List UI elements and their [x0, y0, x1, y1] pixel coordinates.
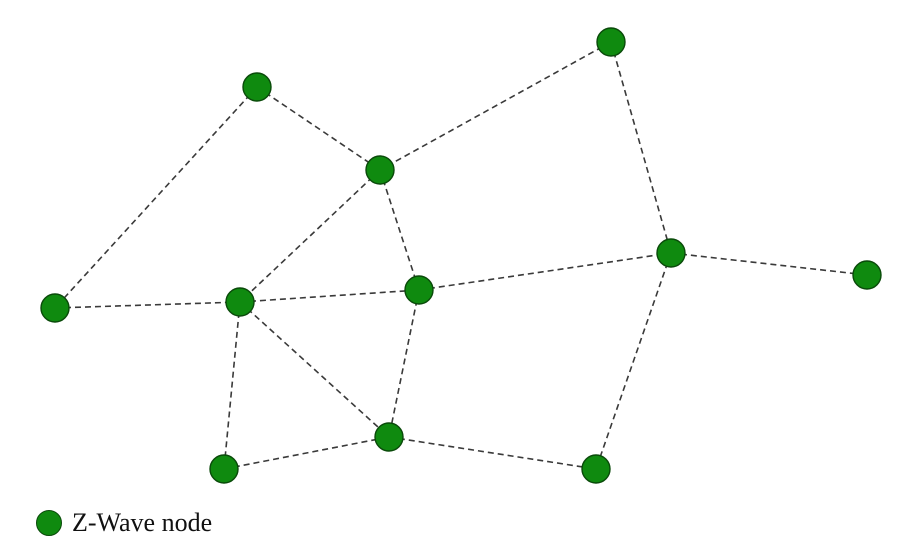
zwave-node-n-far-right — [852, 260, 882, 290]
zwave-node-n-center — [404, 275, 434, 305]
link-n-top-left-n-center-upper — [256, 86, 381, 171]
link-n-top-left-n-left — [54, 86, 258, 309]
link-n-right-middle-n-bottom-right — [595, 252, 672, 470]
zwave-node-n-left — [40, 293, 70, 323]
zwave-node-n-top-left — [242, 72, 272, 102]
link-n-right-middle-n-far-right — [670, 252, 868, 276]
link-n-top-right-n-right-middle — [610, 41, 672, 254]
legend-label: Z-Wave node — [72, 508, 213, 537]
zwave-node-n-bottom-left — [209, 454, 239, 484]
link-n-left-n-center-left — [54, 301, 241, 309]
zwave-node-n-center-upper — [365, 155, 395, 185]
legend: Z-Wave node — [36, 508, 212, 538]
link-n-bottom-left-n-center-lower — [223, 436, 390, 470]
mesh-links — [54, 41, 868, 470]
zwave-node-n-bottom-right — [581, 454, 611, 484]
link-n-top-right-n-center-upper — [379, 41, 612, 171]
link-n-center-upper-n-center-left — [239, 169, 381, 303]
zwave-node-n-center-left — [225, 287, 255, 317]
zwave-node-n-center-lower — [374, 422, 404, 452]
link-n-center-n-center-lower — [388, 289, 420, 438]
zwave-node-n-right-middle — [656, 238, 686, 268]
link-n-center-left-n-bottom-left — [223, 301, 241, 470]
link-n-center-lower-n-bottom-right — [388, 436, 597, 470]
mesh-nodes — [40, 27, 882, 484]
link-n-center-n-right-middle — [418, 252, 672, 291]
link-n-center-left-n-center — [239, 289, 420, 303]
link-n-center-left-n-center-lower — [239, 301, 390, 438]
legend-node-icon — [36, 510, 62, 536]
zwave-node-n-top-right — [596, 27, 626, 57]
link-n-center-upper-n-center — [379, 169, 420, 291]
